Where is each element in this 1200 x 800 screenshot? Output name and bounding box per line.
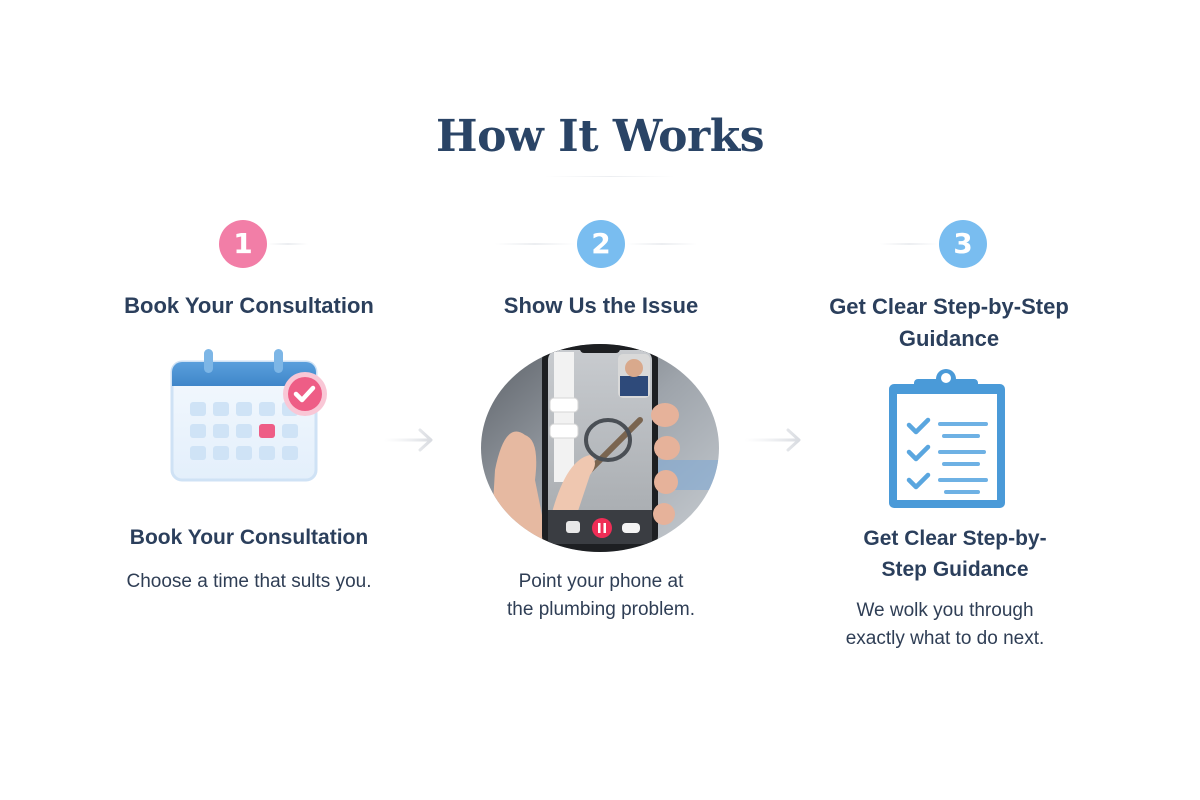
arrow-right-icon: [742, 426, 804, 459]
heading-line: Guidance: [898, 326, 1000, 351]
step-description: Point your phone at the plumbing problem…: [450, 568, 752, 624]
description-line: the plumbing problem.: [507, 599, 695, 620]
step-number-badge: 2: [577, 220, 625, 268]
step-number-badge: 1: [219, 220, 267, 268]
step-number-badge: 3: [939, 220, 987, 268]
step-subheading: Book Your Consultation: [129, 526, 369, 549]
badge-connector-line: [880, 243, 938, 245]
badge-connector-line: [627, 243, 697, 245]
badge-connector-line: [268, 243, 308, 245]
title-divider: [545, 176, 675, 177]
step-subheading: Get Clear Step-by- Step Guidance: [800, 523, 1110, 585]
description-line: Point your phone at: [518, 571, 684, 592]
step-heading: Book Your Consultation: [124, 293, 374, 318]
step-heading: Show Us the Issue: [503, 293, 699, 318]
arrow-right-icon: [382, 426, 438, 459]
clipboard-checklist-icon: [886, 364, 1010, 514]
subheading-line: Step Guidance: [881, 558, 1029, 581]
description-line: exactly what to do next.: [845, 628, 1045, 649]
step-description: Choose a time that sults you.: [126, 571, 372, 592]
calendar-check-icon: [168, 346, 333, 486]
phone-video-call-image: [480, 340, 720, 555]
subheading-line: Get Clear Step-by-: [863, 527, 1047, 550]
description-line: We wolk you through: [856, 600, 1034, 621]
badge-connector-line: [495, 243, 575, 245]
step-description: We wolk you through exactly what to do n…: [790, 597, 1100, 653]
step-heading: Get Clear Step-by-Step Guidance: [790, 291, 1108, 355]
page-title: How It Works: [436, 111, 764, 163]
heading-line: Get Clear Step-by-Step: [829, 294, 1069, 319]
